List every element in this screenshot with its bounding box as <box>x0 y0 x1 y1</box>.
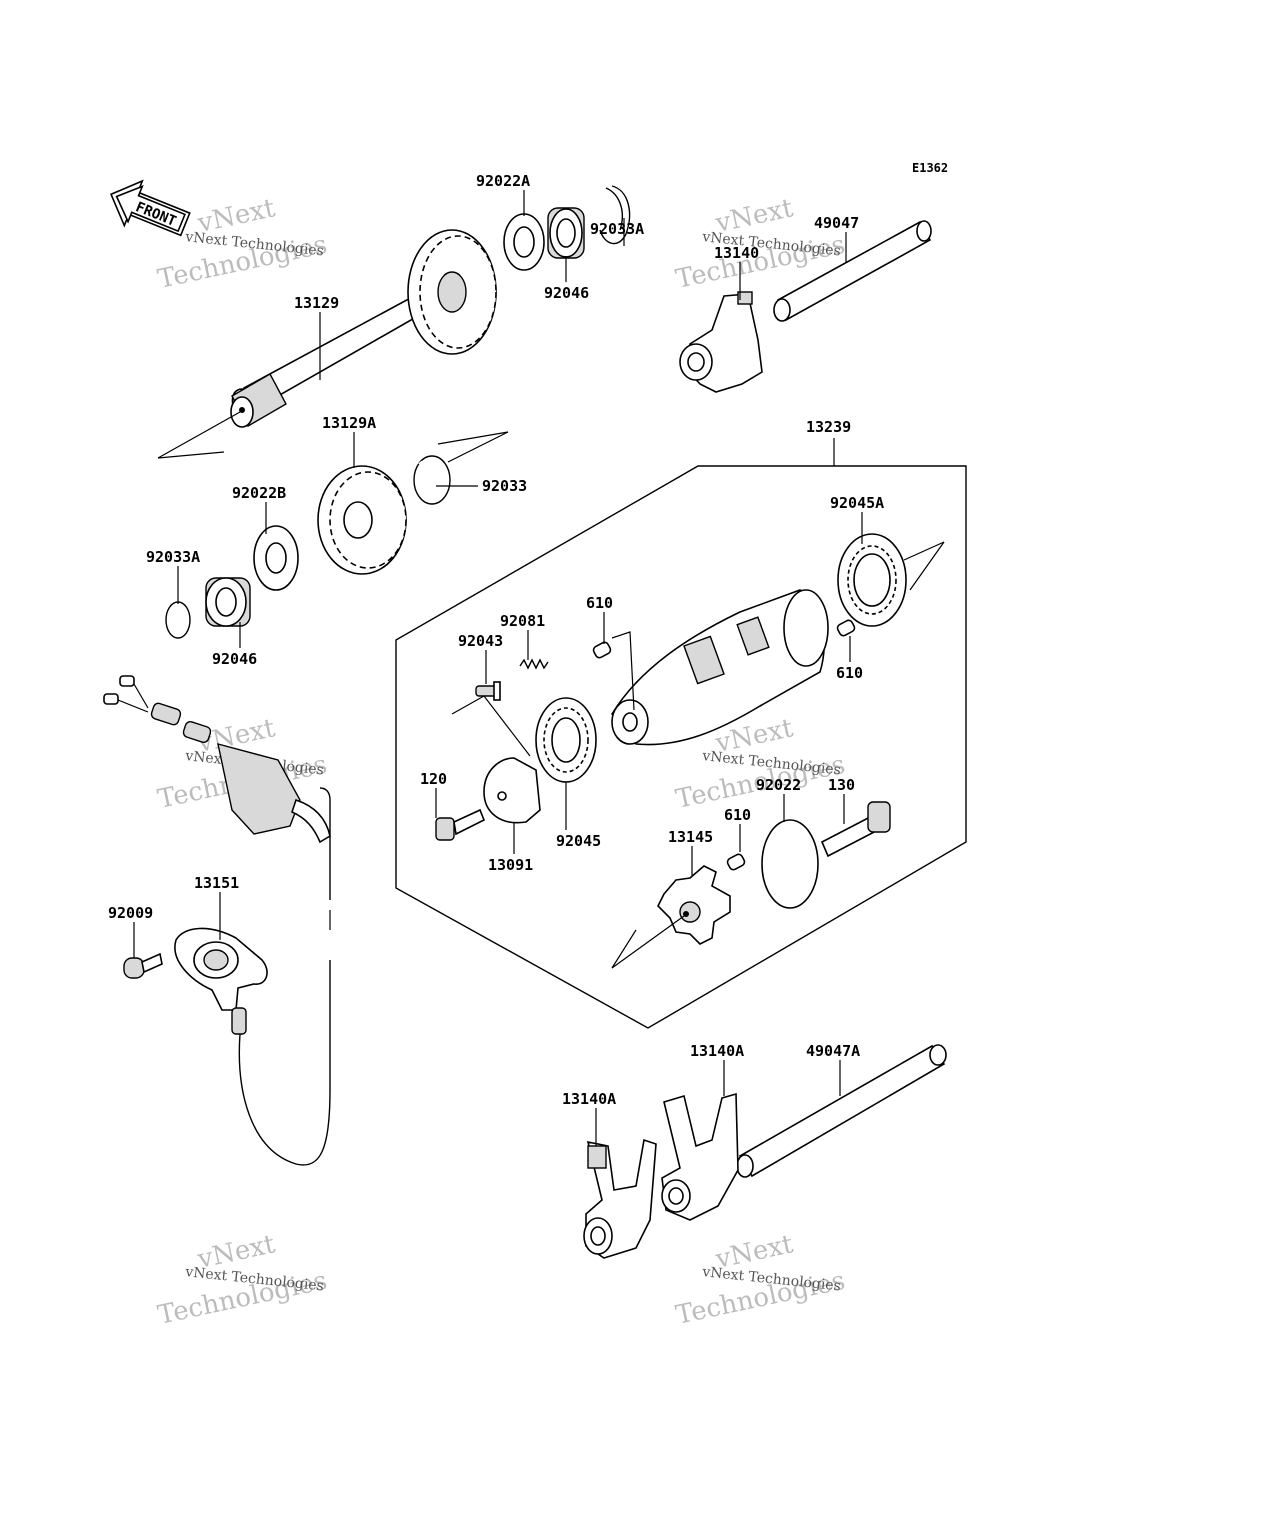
label-13151: 13151 <box>194 874 239 892</box>
washer-92022A <box>503 213 545 271</box>
shift-rod-49047 <box>773 220 932 322</box>
wire-connector <box>103 675 331 844</box>
pin-610-top <box>592 631 635 711</box>
pin-610-mid <box>726 853 746 871</box>
spring-92081 <box>519 658 549 670</box>
bolt-130 <box>820 801 891 858</box>
label-13140: 13140 <box>714 244 759 262</box>
front-arrow-icon: FRONT <box>110 179 191 237</box>
label-92045: 92045 <box>556 832 601 850</box>
label-610-top: 610 <box>586 594 613 612</box>
label-13239: 13239 <box>806 418 851 436</box>
shaft-13129 <box>157 280 447 459</box>
label-13145: 13145 <box>668 828 713 846</box>
diagram-code: E1362 <box>912 161 948 175</box>
label-49047A: 49047A <box>806 1042 860 1060</box>
gear-13129-large <box>407 229 497 355</box>
label-120: 120 <box>420 770 447 788</box>
circlip-92033A-top <box>599 185 631 245</box>
label-13129A: 13129A <box>322 414 376 432</box>
ball-bearing-92045A <box>837 533 945 627</box>
watermark-bottom-right: vNext Technologies vNext Technologies <box>673 1229 848 1331</box>
shift-fork-13140 <box>679 291 763 393</box>
watermark-top-left: vNext Technologies vNext Technologies <box>155 193 330 295</box>
bolt-120 <box>435 808 486 841</box>
label-92022: 92022 <box>756 776 801 794</box>
shift-rod-49047A <box>736 1044 947 1178</box>
needle-bearing-92046-top <box>547 207 585 259</box>
label-92046-top: 92046 <box>544 284 589 302</box>
shift-fork-13140A-left <box>583 1138 657 1259</box>
label-13129: 13129 <box>294 294 339 312</box>
label-92033A-left: 92033A <box>146 548 200 566</box>
label-92022B: 92022B <box>232 484 286 502</box>
label-610-right: 610 <box>836 664 863 682</box>
pin-610-right <box>836 619 856 637</box>
label-92081: 92081 <box>500 612 545 630</box>
ball-bearing-92045 <box>535 697 597 783</box>
part-labels: 92022A 92033A 92046 13129 49047 13140 13… <box>108 172 884 1108</box>
label-92022A: 92022A <box>476 172 530 190</box>
label-92033A-top: 92033A <box>590 220 644 238</box>
drum-assembly-outline <box>395 465 967 1029</box>
washer-92022B <box>253 525 299 591</box>
washer-92022 <box>761 819 819 909</box>
screw-92009 <box>123 952 163 979</box>
neutral-switch-13151 <box>174 787 331 1166</box>
label-92046-left: 92046 <box>212 650 257 668</box>
shift-fork-13140A-right <box>661 1092 739 1221</box>
shift-drum <box>611 589 829 746</box>
watermark-bottom-left: vNext Technologies vNext Technologies <box>155 1229 330 1331</box>
circlip-92033 <box>413 455 451 505</box>
star-13145 <box>611 865 731 969</box>
needle-bearing-92046-left <box>205 577 251 627</box>
cam-13091 <box>483 757 541 824</box>
label-13091: 13091 <box>488 856 533 874</box>
label-92045A: 92045A <box>830 494 884 512</box>
pin-92043 <box>451 681 531 757</box>
label-610-mid: 610 <box>724 806 751 824</box>
gear-13129A <box>317 431 509 575</box>
leader-lines <box>133 190 863 1146</box>
label-92043: 92043 <box>458 632 503 650</box>
circlip-92033A-left <box>165 601 191 639</box>
label-92009: 92009 <box>108 904 153 922</box>
label-49047: 49047 <box>814 214 859 232</box>
label-130: 130 <box>828 776 855 794</box>
label-92033: 92033 <box>482 477 527 495</box>
label-13140A-left: 13140A <box>562 1090 616 1108</box>
label-13140A-right: 13140A <box>690 1042 744 1060</box>
